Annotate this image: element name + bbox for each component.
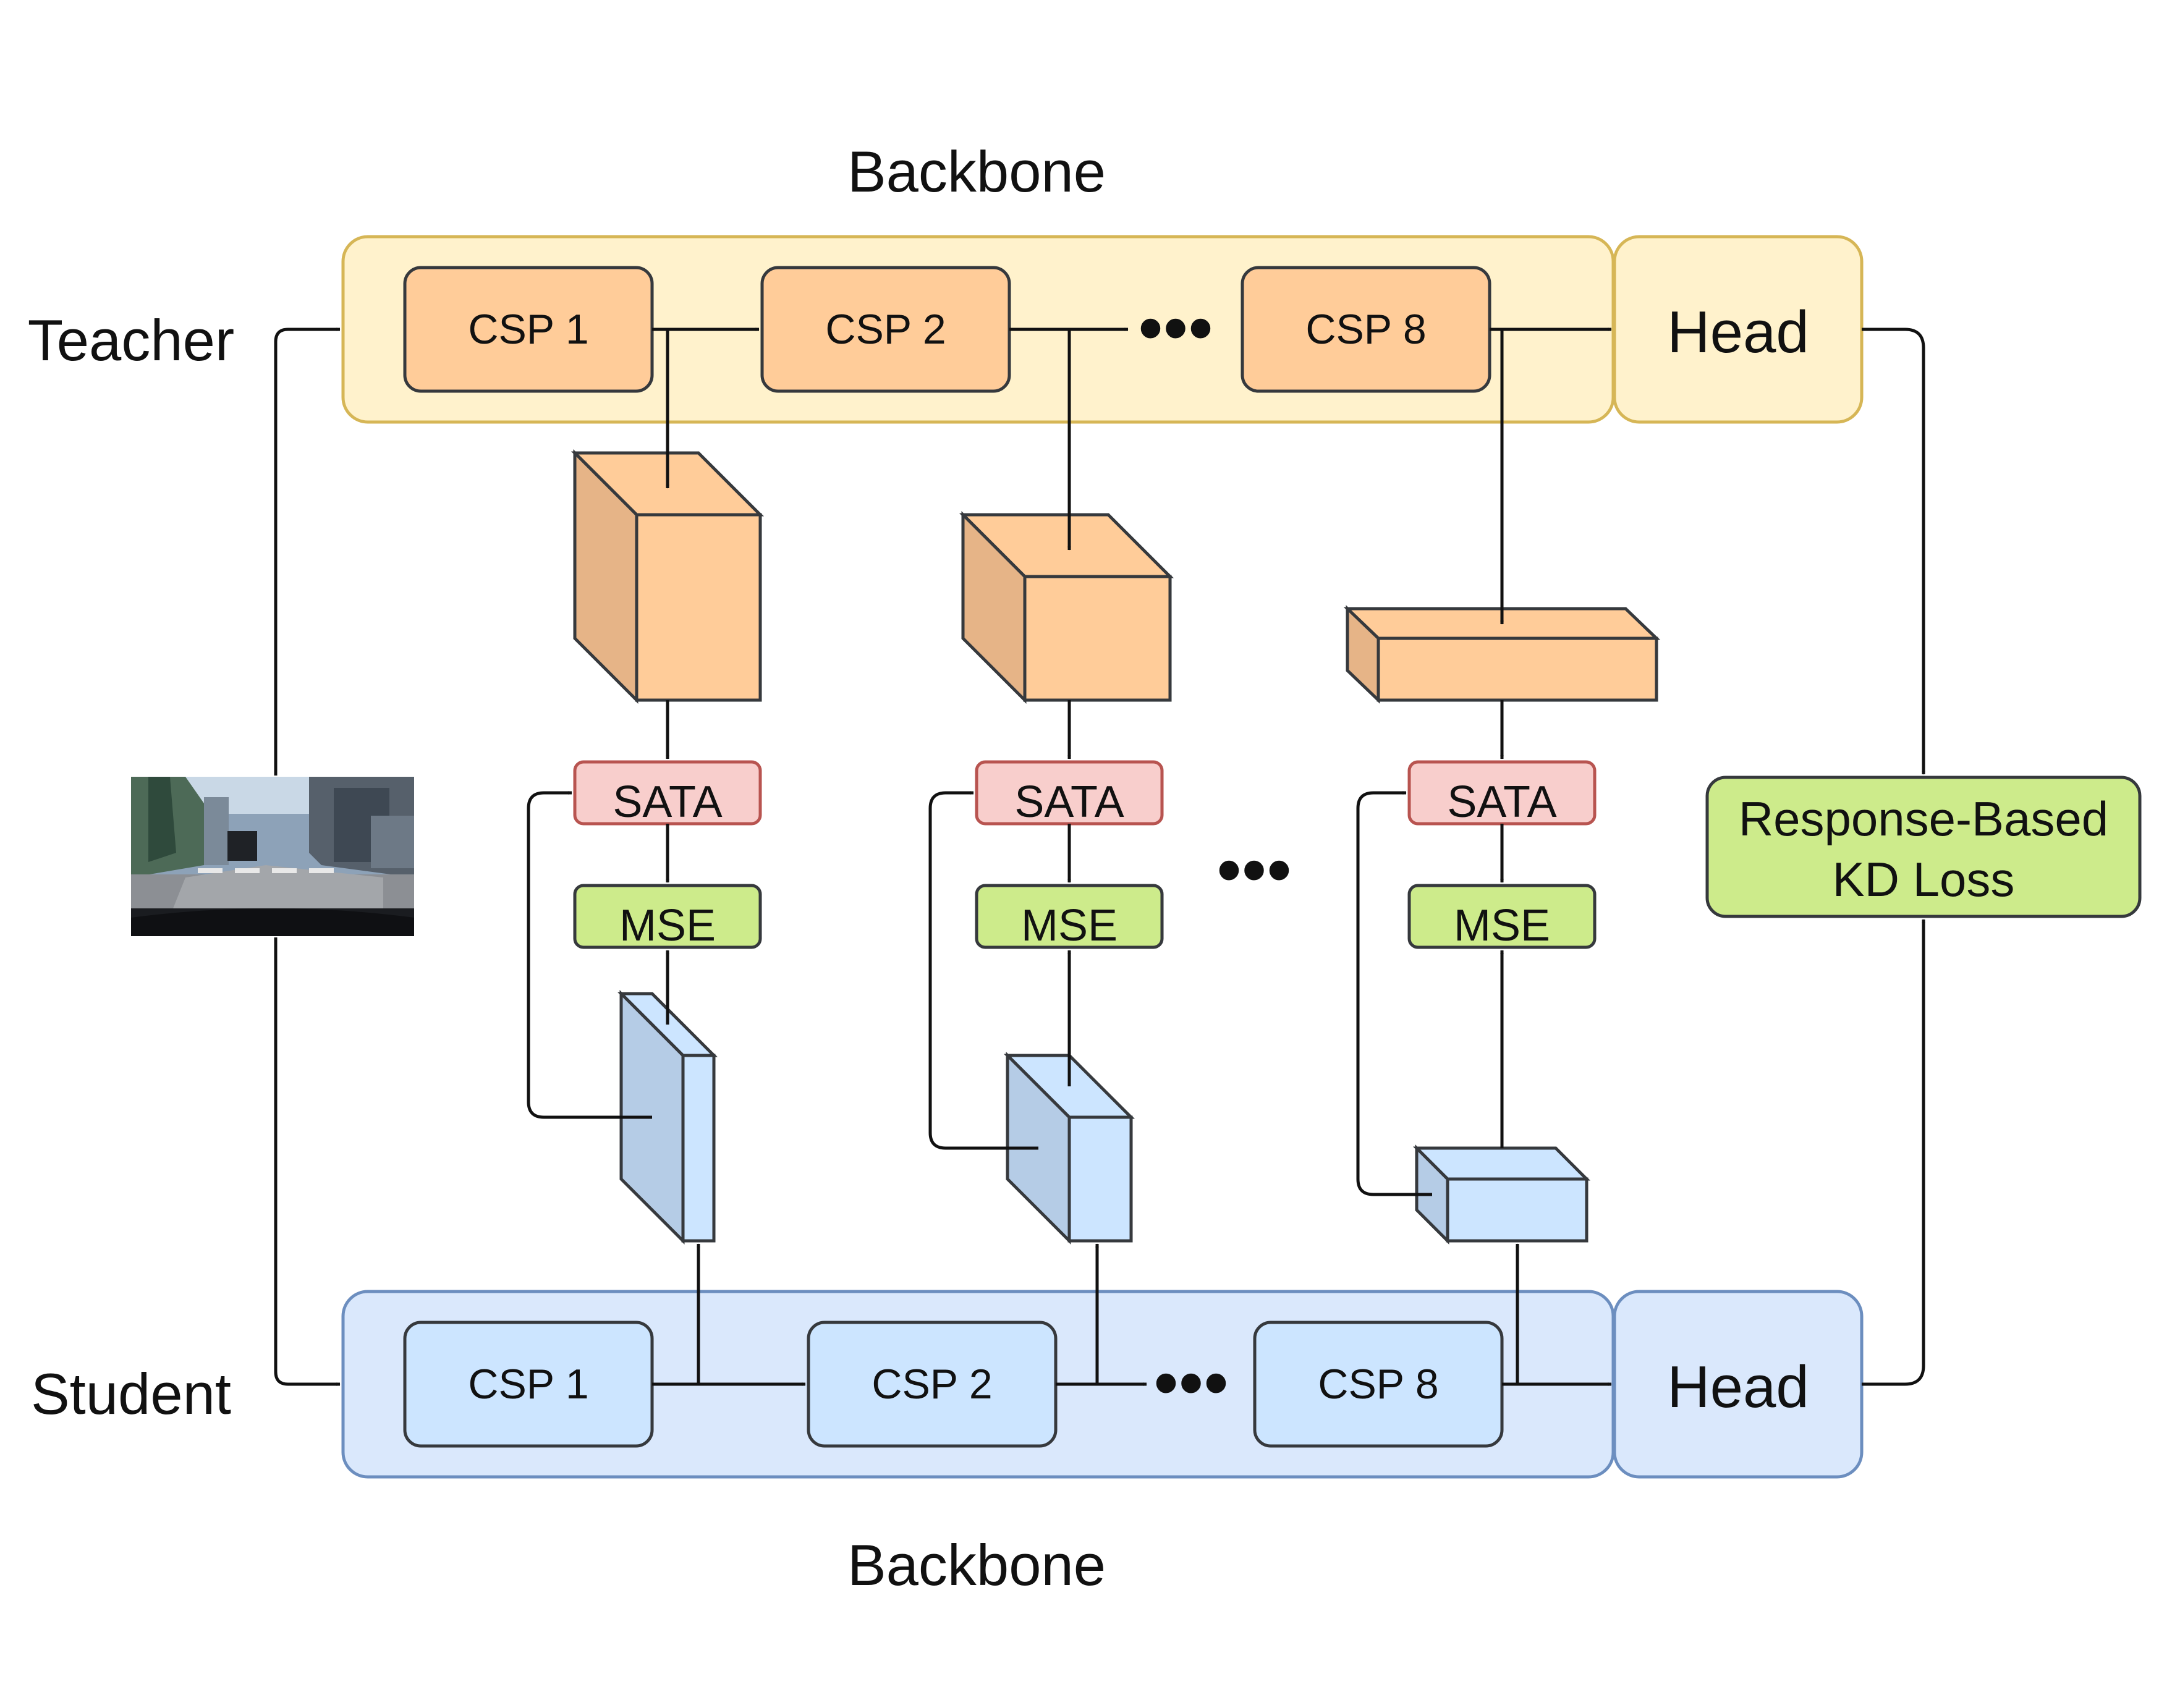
mse-box-3 [1407,884,1597,949]
student-csp2-label: CSP 2 [872,1361,992,1408]
teacher-csp8-label: CSP 8 [1305,306,1426,353]
input-to-student-arrow [274,937,341,1386]
teacher-ellipsis: ••• [1139,290,1214,366]
sata-label-3: SATA [1447,777,1556,827]
mse-box-1 [573,884,762,949]
teacher-head-label: Head [1667,299,1809,365]
student-csp8-label: CSP 8 [1318,1361,1438,1408]
student-head-label: Head [1667,1354,1809,1420]
response-kd-loss-box [1705,776,2142,918]
student-ellipsis: ••• [1154,1345,1229,1421]
student-csp1-label: CSP 1 [468,1361,588,1408]
scube3-to-sata3 [1356,791,1432,1196]
teacher-feature-cube-1 [571,449,765,704]
scube2-to-sata2 [928,791,1038,1150]
sata-label-2: SATA [1014,777,1124,827]
student-head-to-loss [1862,919,1925,1386]
sata-label-1: SATA [613,777,722,827]
teacher-csp1-label: CSP 1 [468,306,588,353]
teacher-csp2-label: CSP 2 [825,306,946,353]
scube1-to-sata1 [527,791,652,1119]
mse-label-1: MSE [619,901,716,950]
teacher-label: Teacher [28,308,234,373]
teacher-head-to-loss [1862,328,1925,775]
input-to-teacher-arrow [274,328,341,776]
response-kd-loss-line1: Response-Based [1739,792,2108,846]
student-backbone-title: Backbone [847,1533,1106,1597]
teacher-feature-cube-3 [1343,605,1661,704]
distill-ellipsis: ••• [1217,832,1292,908]
student-label: Student [31,1361,231,1426]
teacher-backbone-title: Backbone [847,139,1106,204]
mse-label-2: MSE [1021,901,1118,950]
mse-label-3: MSE [1454,901,1550,950]
teacher-feature-cube-2 [959,510,1174,704]
response-kd-loss-line2: KD Loss [1833,852,2015,907]
input-image [131,777,414,936]
student-feature-cube-3 [1412,1144,1591,1245]
mse-box-2 [975,884,1164,949]
